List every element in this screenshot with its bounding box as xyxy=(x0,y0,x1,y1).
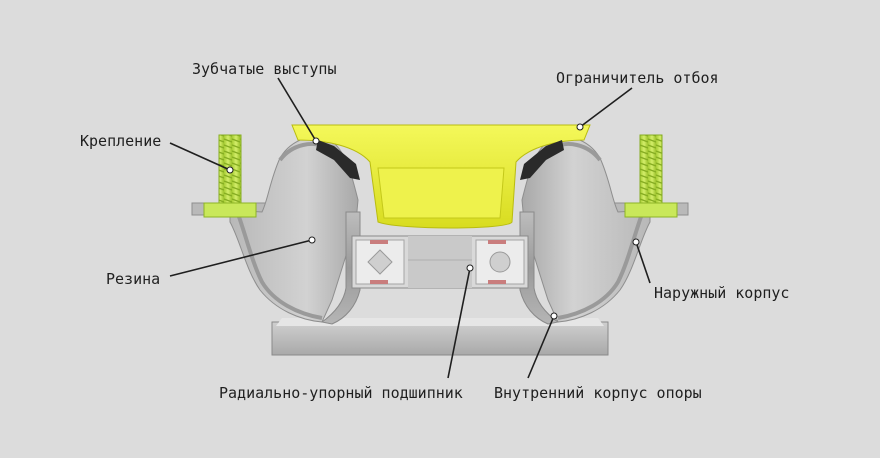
left-rubber-body xyxy=(229,136,359,323)
callout-line-rebound-stop xyxy=(579,87,633,128)
callout-line-inner-housing xyxy=(527,315,555,379)
callout-dots xyxy=(226,123,640,320)
rebound-stop xyxy=(291,124,591,229)
label-bearing: Радиально-упорный подшипник xyxy=(219,384,463,402)
right-bolt xyxy=(624,134,678,218)
inner-housing xyxy=(320,211,560,325)
base-plate xyxy=(271,318,609,356)
label-mount: Крепление xyxy=(80,132,161,150)
label-rubber: Резина xyxy=(106,270,160,288)
thrust-bearing xyxy=(351,235,529,289)
callout-line-outer-housing xyxy=(635,241,651,284)
toothed-projections xyxy=(316,140,564,180)
left-bolt xyxy=(203,134,257,218)
label-teeth: Зубчатые выступы xyxy=(192,60,337,78)
label-outer-housing: Наружный корпус xyxy=(654,284,789,302)
callout-lines xyxy=(169,77,651,379)
callout-line-bearing xyxy=(447,267,471,379)
callout-line-rubber xyxy=(169,239,313,277)
label-inner-housing: Внутренний корпус опоры xyxy=(494,384,702,402)
label-rebound-stop: Ограничитель отбоя xyxy=(556,69,719,87)
callout-line-teeth xyxy=(277,77,317,142)
callout-line-mount xyxy=(169,142,231,171)
